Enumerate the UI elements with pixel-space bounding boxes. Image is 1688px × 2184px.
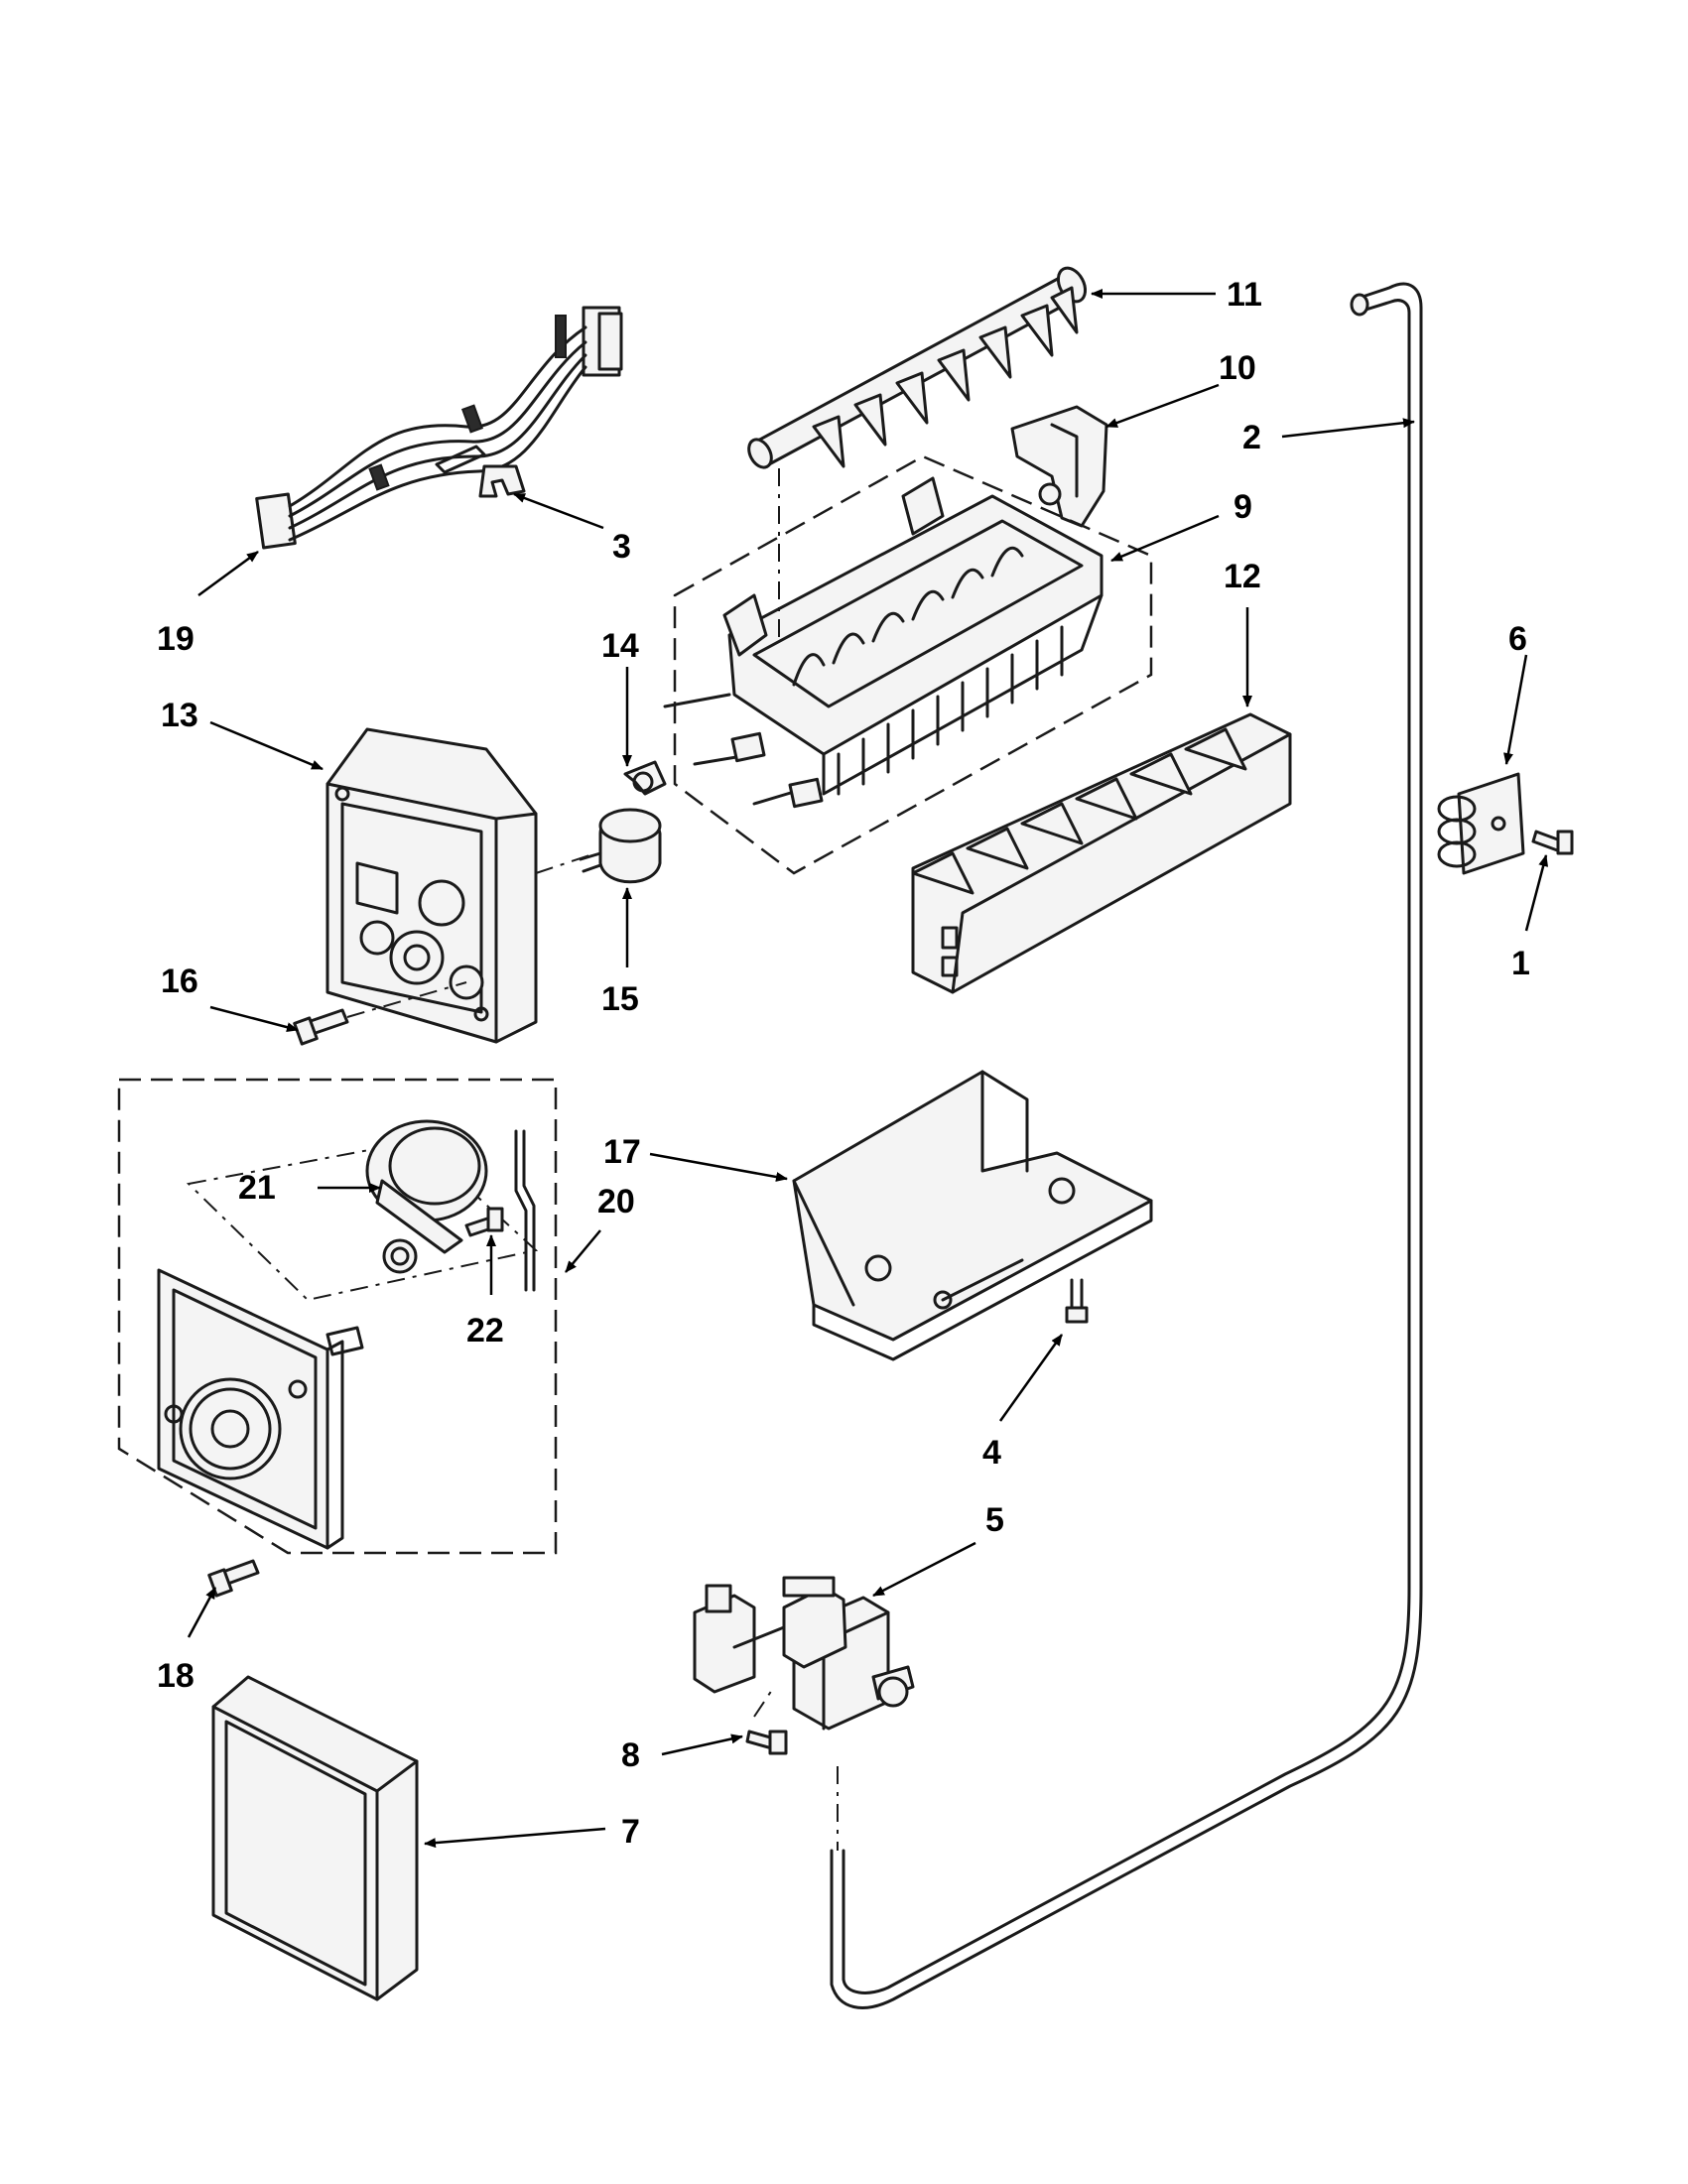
leader-16 (209, 1005, 299, 1033)
screw-8 (745, 1730, 788, 1755)
leader-17 (649, 1152, 788, 1182)
callout-10: 10 (1219, 349, 1256, 387)
leader-1 (1524, 854, 1549, 932)
leader-4 (998, 1334, 1064, 1422)
module-cover (157, 1268, 364, 1550)
bin-frame (211, 1675, 419, 2001)
callout-15: 15 (601, 980, 639, 1018)
leader-9 (1110, 514, 1220, 563)
callout-labels: 11 10 2 9 12 3 19 13 14 6 15 1 16 17 21 … (157, 276, 1530, 1851)
wire-harness (255, 306, 623, 550)
motor (365, 1119, 536, 1292)
water-valve (693, 1576, 915, 1731)
callout-17: 17 (603, 1133, 641, 1171)
callout-21: 21 (238, 1169, 276, 1207)
leader-10 (1105, 383, 1220, 429)
callout-3: 3 (612, 528, 631, 566)
callout-16: 16 (161, 963, 198, 1000)
ice-mold (663, 454, 1153, 875)
callout-8: 8 (621, 1736, 640, 1774)
leader-7 (424, 1827, 606, 1849)
leader-3 (513, 492, 604, 530)
callout-20: 20 (597, 1183, 635, 1220)
callout-7: 7 (621, 1813, 640, 1851)
leader-19 (197, 550, 259, 597)
screw-16 (293, 981, 467, 1046)
stripper (911, 712, 1292, 994)
leader-8 (661, 1734, 743, 1756)
callout-19: 19 (157, 620, 195, 658)
callout-14: 14 (601, 627, 639, 665)
callout-4: 4 (982, 1434, 1001, 1472)
leader-lines (187, 289, 1549, 1849)
module-housing (325, 727, 596, 1044)
callout-11: 11 (1227, 276, 1262, 314)
leader-2 (1281, 418, 1415, 439)
screw-4 (1065, 1278, 1089, 1324)
callout-2: 2 (1242, 419, 1261, 456)
callout-9: 9 (1234, 488, 1252, 526)
tube-clamp (1437, 772, 1525, 875)
callout-1: 1 (1511, 945, 1530, 982)
ejector (747, 266, 1088, 469)
ice-cover (792, 1070, 1153, 1361)
callout-18: 18 (157, 1657, 195, 1695)
screw-18 (207, 1559, 260, 1598)
wire-clip (478, 464, 526, 498)
screw-1 (1531, 830, 1574, 855)
shutoff-bracket (1010, 405, 1108, 528)
screw-22 (464, 1207, 504, 1237)
module-assembly (117, 1078, 558, 1555)
callout-5: 5 (985, 1501, 1004, 1539)
callout-22: 22 (466, 1312, 504, 1349)
callout-12: 12 (1224, 558, 1261, 595)
callout-6: 6 (1508, 620, 1527, 658)
fill-tube (830, 282, 1423, 2009)
leader-5 (872, 1541, 976, 1598)
leader-13 (209, 720, 324, 771)
leader-6 (1503, 654, 1528, 765)
leader-18 (187, 1587, 217, 1638)
thermostat-clip (623, 760, 667, 796)
thermostat (579, 808, 662, 884)
callout-13: 13 (161, 697, 198, 734)
leader-20 (565, 1229, 601, 1273)
